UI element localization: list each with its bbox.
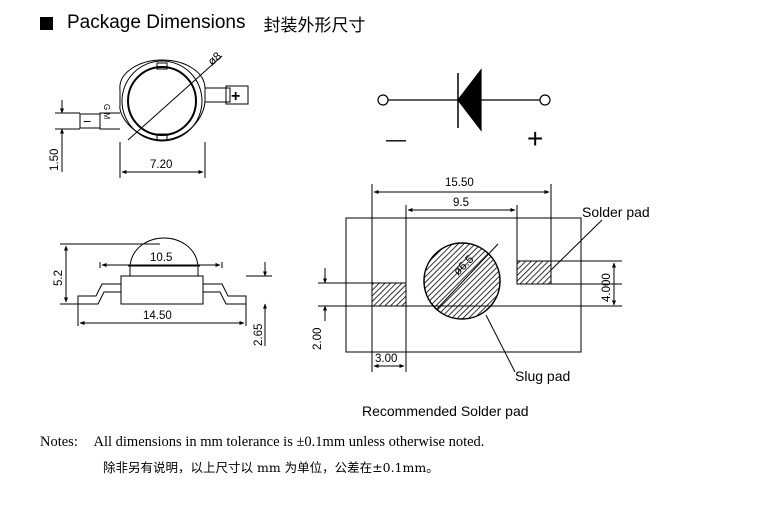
pad-gap-label: 2.00 — [312, 328, 324, 350]
top-view-lens — [127, 66, 197, 136]
side-view-lens-width-label: 10.5 — [150, 252, 172, 264]
side-view — [60, 237, 272, 346]
pad-width-total-label: 15.50 — [445, 177, 474, 189]
notes-text-cn: 除非另有说明，以上尺寸以 mm 为单位，公差在±0.1mm。 — [103, 460, 439, 475]
diode-triangle — [457, 68, 482, 132]
pad-height-label: 4.000 — [601, 273, 613, 302]
left-solder-pad — [371, 282, 407, 307]
side-view-body — [120, 275, 204, 305]
right-solder-pad — [516, 260, 552, 285]
top-view-minus: − — [83, 113, 91, 129]
side-view-base-height-label: 2.65 — [253, 324, 265, 346]
top-view-height-label: 1.50 — [49, 149, 61, 171]
top-view-plus: + — [231, 88, 240, 105]
pad-inner-width-label: 9.5 — [453, 197, 469, 209]
anode-terminal — [377, 94, 389, 106]
square-bullet-icon — [40, 16, 53, 30]
diode-symbol — [377, 68, 551, 132]
page-title-cn: 封装外形尺寸 — [263, 15, 366, 36]
svg-text:G M: G M — [102, 104, 111, 119]
notes: Notes: All dimensions in mm tolerance is… — [40, 434, 485, 475]
slug-pad-callout: Slug pad — [515, 368, 570, 384]
page-title: Package Dimensions — [67, 12, 246, 33]
header: Package Dimensions 封装外形尺寸 — [40, 10, 365, 36]
pad-width-label: 3.00 — [375, 353, 397, 365]
notes-text: All dimensions in mm tolerance is ±0.1mm… — [93, 434, 485, 450]
symbol-plus: + — [527, 123, 543, 154]
top-view-dia-label: ø8 — [206, 50, 224, 68]
solder-pad-callout: Solder pad — [582, 204, 650, 220]
top-view-right-lead — [205, 87, 231, 103]
cathode-terminal — [539, 94, 551, 106]
pcb-outline — [345, 217, 582, 353]
side-view-height-label: 5.2 — [53, 270, 65, 286]
side-view-total-width-label: 14.50 — [143, 310, 172, 322]
top-view-ring — [121, 60, 203, 142]
solder-pad-layout — [318, 184, 622, 373]
symbol-minus: — — [386, 129, 406, 151]
side-view-lens — [129, 237, 199, 276]
top-view — [55, 55, 249, 178]
notes-label: Notes: — [40, 434, 78, 450]
solder-pad-caption: Recommended Solder pad — [362, 403, 529, 419]
top-view-width-label: 7.20 — [150, 159, 172, 171]
